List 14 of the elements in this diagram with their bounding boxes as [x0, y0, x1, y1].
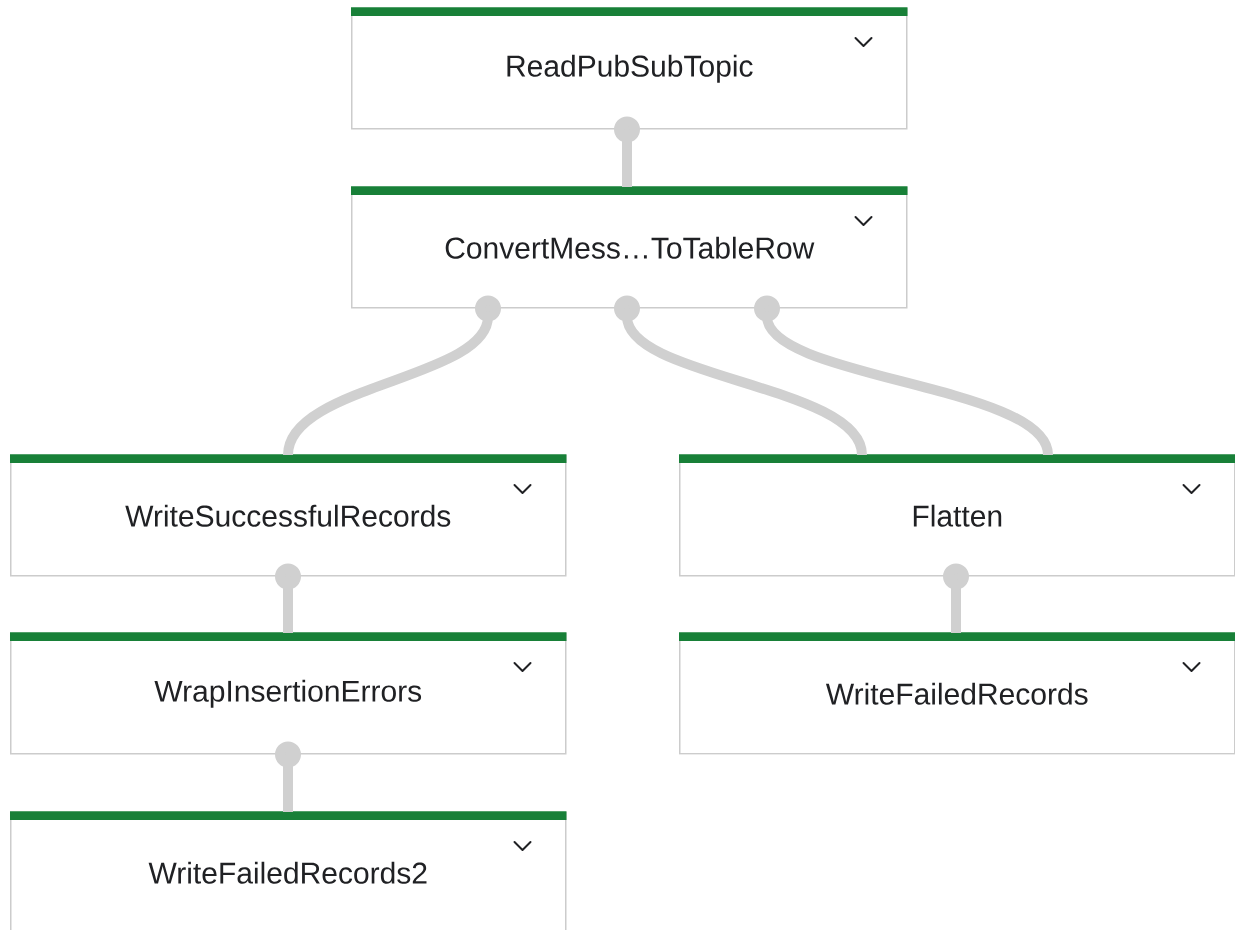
process-box: WrapInsertionErrors — [10, 632, 567, 755]
connector — [275, 563, 301, 633]
connector — [754, 295, 1053, 457]
connector — [943, 563, 969, 633]
connector — [614, 116, 640, 187]
process-box: WriteFailedRecords2 — [10, 811, 567, 930]
process-box: ReadPubSubTopic — [351, 7, 908, 130]
connector — [614, 295, 867, 457]
connector — [275, 741, 301, 812]
process-box: ConvertMess…ToTableRow — [351, 186, 908, 309]
process-box: WriteFailedRecords — [679, 632, 1235, 755]
process-box: WriteSuccessfulRecords — [10, 454, 567, 577]
process-box: Flatten — [679, 454, 1235, 577]
connector — [283, 295, 501, 457]
